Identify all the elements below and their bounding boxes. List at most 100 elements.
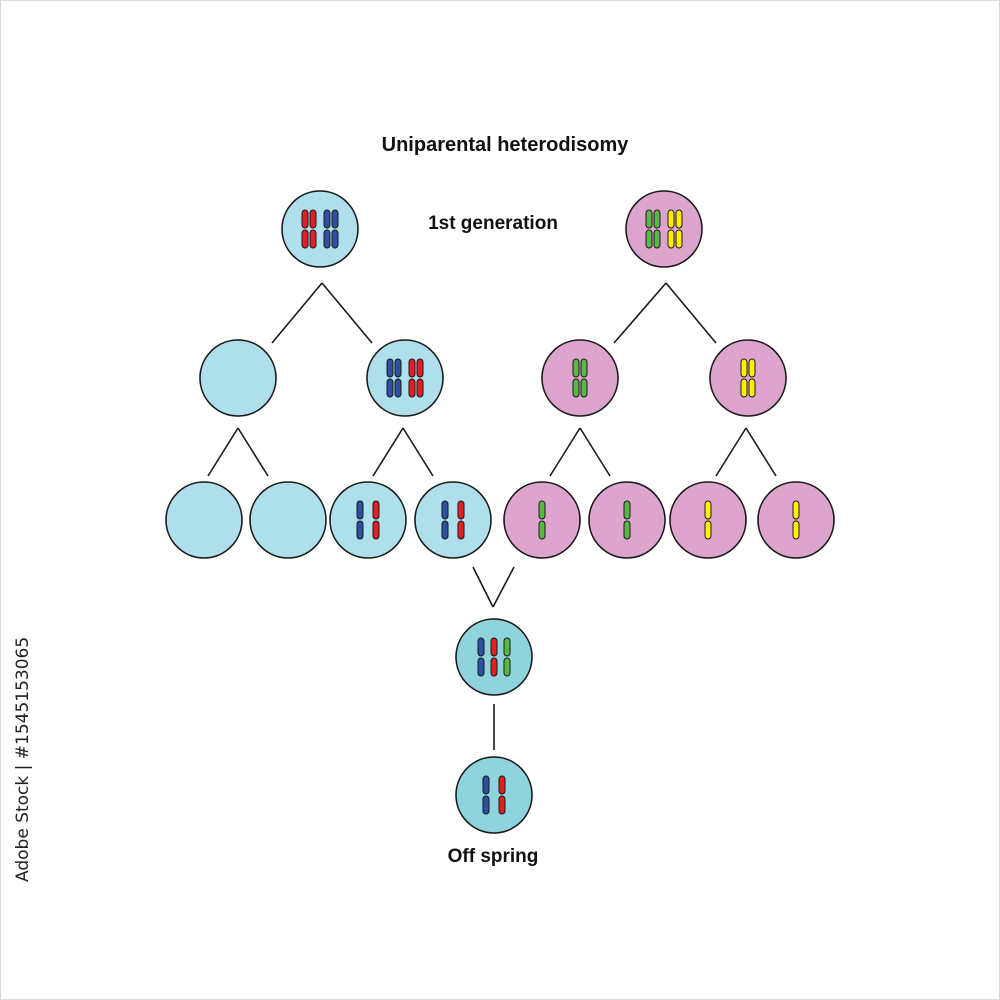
chromosome-arm-top <box>386 358 394 378</box>
chromosome-arm-bottom <box>408 378 416 398</box>
chromosome-arm-top <box>331 209 339 229</box>
cell-paternal-gamete-yellow-1 <box>669 481 747 559</box>
lineage-line <box>321 282 373 344</box>
cell-membrane <box>366 339 444 417</box>
chromosome-arm-top <box>503 637 511 657</box>
chromosome-arm-top <box>572 358 580 378</box>
chromosome-arm-top <box>441 500 449 520</box>
chromosome-arm-top <box>645 209 653 229</box>
cell-offspring <box>455 756 533 834</box>
chromosome-arm-bottom <box>667 229 675 249</box>
chromosome-arm-top <box>748 358 756 378</box>
chromosome-arm-bottom <box>792 520 800 540</box>
lineage-line <box>472 566 494 608</box>
lineage-line <box>665 282 717 344</box>
chromosome-arm-bottom <box>356 520 364 540</box>
chromosome-arm-bottom <box>490 657 498 677</box>
chromosome-arm-bottom <box>580 378 588 398</box>
lineage-line <box>207 427 239 477</box>
cell-membrane <box>588 481 666 559</box>
cell-membrane <box>709 339 787 417</box>
cell-membrane <box>249 481 327 559</box>
chromosome-arm-bottom <box>301 229 309 249</box>
lineage-line <box>492 566 515 608</box>
cell-membrane <box>625 190 703 268</box>
chromosome-arm-top <box>580 358 588 378</box>
cell-maternal-meiosis1-empty <box>199 339 277 417</box>
generation-label: 1st generation <box>428 213 558 234</box>
cell-membrane <box>455 756 533 834</box>
chromosome-arm-bottom <box>748 378 756 398</box>
chromosome-arm-top <box>623 500 631 520</box>
chromosome-arm-bottom <box>675 229 683 249</box>
chromosome-arm-top <box>792 500 800 520</box>
cell-maternal-gamete-empty-2 <box>249 481 327 559</box>
chromosome-arm-top <box>538 500 546 520</box>
chromosome-arm-bottom <box>323 229 331 249</box>
chromosome-arm-bottom <box>394 378 402 398</box>
lineage-line <box>549 427 581 477</box>
chromosome-arm-top <box>653 209 661 229</box>
chromosome-arm-top <box>490 637 498 657</box>
lineage-lines <box>207 282 777 750</box>
cell-paternal-meiosis1-yellow <box>709 339 787 417</box>
cell-paternal-gamete-green-2 <box>588 481 666 559</box>
cell-maternal-meiosis1-nondisjunction <box>366 339 444 417</box>
chromosome-arm-bottom <box>482 795 490 815</box>
cell-zygote-trisomic <box>455 618 533 696</box>
cell-paternal-meiosis1-green <box>541 339 619 417</box>
cell-membrane <box>281 190 359 268</box>
cell-membrane <box>455 618 533 696</box>
cell-maternal-gamete-disomic-1 <box>329 481 407 559</box>
cell-paternal-gamete-yellow-2 <box>757 481 835 559</box>
chromosome-arm-bottom <box>441 520 449 540</box>
lineage-line <box>237 427 269 477</box>
chromosome-arm-bottom <box>477 657 485 677</box>
chromosome-arm-top <box>309 209 317 229</box>
chromosome-arm-bottom <box>372 520 380 540</box>
cell-maternal-gamete-disomic-2 <box>414 481 492 559</box>
chromosome-arm-top <box>740 358 748 378</box>
chromosome-arm-bottom <box>498 795 506 815</box>
cell-paternal-parent <box>625 190 703 268</box>
chromosome-arm-bottom <box>704 520 712 540</box>
stock-id-watermark: Adobe Stock | #1545153065 <box>13 637 33 882</box>
chromosome-arm-bottom <box>740 378 748 398</box>
lineage-line <box>715 427 747 477</box>
chromosome-arm-bottom <box>309 229 317 249</box>
lineage-line <box>579 427 611 477</box>
cell-membrane <box>541 339 619 417</box>
chromosome-arm-bottom <box>645 229 653 249</box>
lineage-line <box>613 282 667 344</box>
cell-membrane <box>669 481 747 559</box>
lineage-line <box>402 427 434 477</box>
cell-maternal-gamete-empty-1 <box>165 481 243 559</box>
chromosome-arm-bottom <box>503 657 511 677</box>
chromosome-arm-bottom <box>457 520 465 540</box>
chromosome-arm-bottom <box>623 520 631 540</box>
chromosome-arm-top <box>498 775 506 795</box>
chromosome-arm-top <box>482 775 490 795</box>
lineage-line <box>745 427 777 477</box>
chromosome-arm-bottom <box>416 378 424 398</box>
chromosome-arm-top <box>323 209 331 229</box>
chromosome-arm-top <box>356 500 364 520</box>
cell-membrane <box>165 481 243 559</box>
chromosome-arm-top <box>457 500 465 520</box>
diagram-title: Uniparental heterodisomy <box>382 134 630 156</box>
chromosome-arm-bottom <box>331 229 339 249</box>
cell-membrane <box>503 481 581 559</box>
chromosome-arm-top <box>704 500 712 520</box>
lineage-line <box>372 427 404 477</box>
chromosome-arm-top <box>301 209 309 229</box>
chromosome-arm-top <box>667 209 675 229</box>
cell-maternal-parent <box>281 190 359 268</box>
chromosome-arm-top <box>675 209 683 229</box>
chromosome-arm-bottom <box>572 378 580 398</box>
chromosome-arm-top <box>372 500 380 520</box>
chromosome-arm-top <box>477 637 485 657</box>
cell-layer <box>165 190 835 834</box>
chromosome-arm-top <box>408 358 416 378</box>
chromosome-arm-top <box>394 358 402 378</box>
